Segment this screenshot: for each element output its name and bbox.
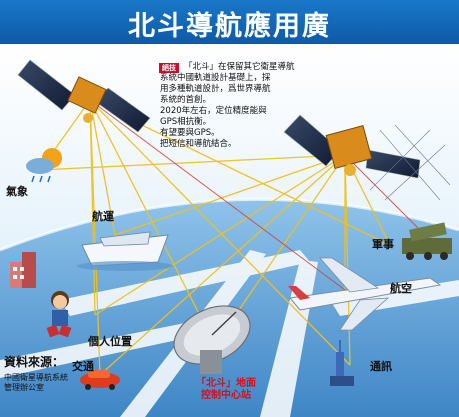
info-box: 「北斗」在保留其它衛星導航 系統中國軌道設計基礎上，採 用多種軌道設計，爲世界導… [160,62,330,150]
source-text: 中國衛星導航系統 管理辦公室 [4,373,68,393]
label-ground-control-line2: 控制中心站 [201,390,251,401]
info-line: 把短信和導航結合。 [160,139,237,149]
label-weather: 氣象 [6,185,28,198]
label-telecom: 通訊 [370,360,392,373]
label-shipping: 航運 [92,210,114,223]
weather-icon [26,148,62,183]
page-title: 北斗導航應用廣 [128,11,331,42]
label-traffic: 交通 [72,360,94,373]
satellite-dish-icon [173,305,251,374]
military-vehicle-icon [402,222,452,260]
car-icon [80,370,120,390]
info-tag: 絕技 [159,63,179,73]
telecom-tower-icon [330,340,354,386]
info-line: 系統的首創。 [160,95,212,105]
info-line: 2020年左右，定位精度能與 [160,106,267,116]
satellite-right-icon [283,114,451,201]
label-ground-control-line1: 「北斗」地面 [196,378,256,389]
label-aviation: 航空 [390,282,412,295]
title-bar [0,0,459,44]
info-line: 「北斗」在保留其它衛星導航 [184,62,295,72]
person-icon [46,291,72,338]
info-line: GPS相抗衡。 [160,117,212,127]
ship-icon [77,231,173,271]
label-military: 軍事 [372,238,394,251]
source-line: 中國衛星導航系統 [4,373,68,382]
info-line: 系統中國軌道設計基礎上，採 [160,73,271,83]
info-line: 有望要與GPS。 [160,128,220,138]
source-line: 管理辦公室 [4,383,44,392]
satellite-left-icon [17,59,151,133]
airplane-icon [288,257,442,331]
label-ground-control: 「北斗」地面 控制中心站 [196,378,256,402]
info-line: 用多種軌道設計，爲世界導航 [160,84,271,94]
label-personal-location: 個人位置 [88,335,132,348]
source-heading: 資料來源： [4,355,65,369]
building-icon [10,252,36,288]
